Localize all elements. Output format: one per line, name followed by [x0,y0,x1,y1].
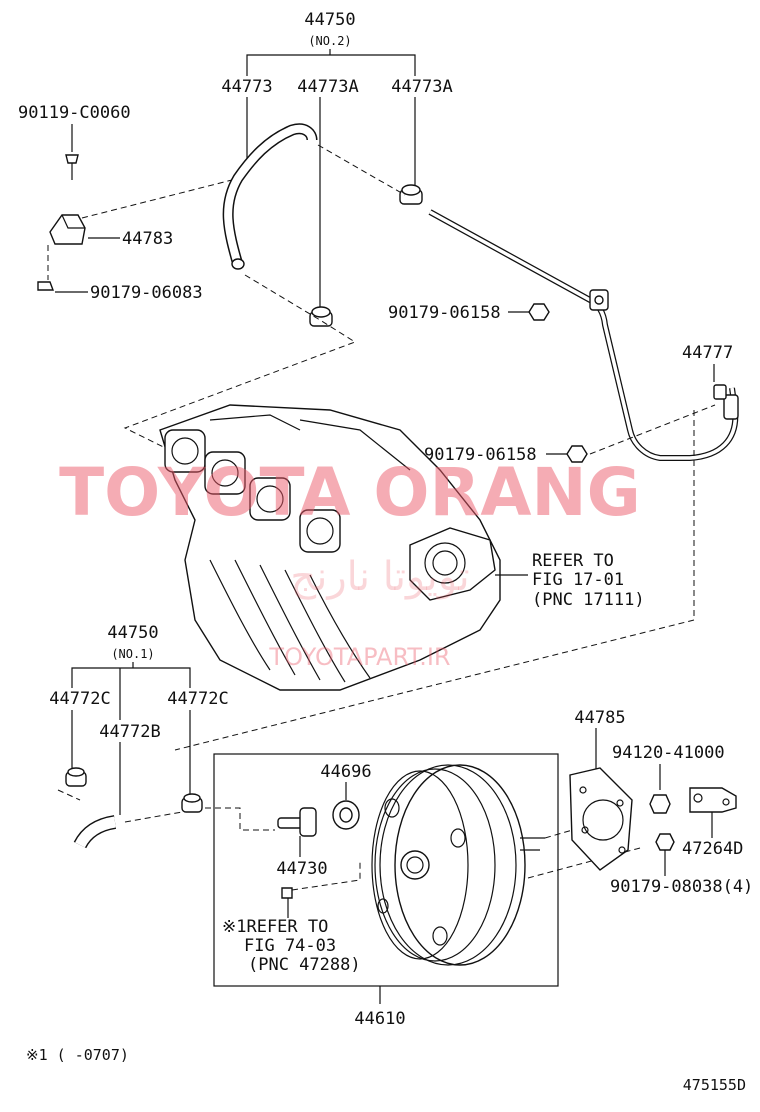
nut-94120-41000 [649,794,671,814]
tube-44777 [428,209,739,461]
dash-hose-to-manifold [123,274,357,471]
intake-manifold [159,404,501,691]
part-label-44773a-2[interactable]: 44773A [391,77,452,97]
part-label-94120-41000[interactable]: 94120-41000 [612,743,725,763]
part-label-44696[interactable]: 44696 [320,762,371,782]
part-label-44773[interactable]: 44773 [221,77,272,97]
part-label-44750-no2[interactable]: 44750 [304,10,355,30]
dash-nut-to-tube [589,404,716,455]
watermark-url: TOYOTAPART.IR [268,643,450,671]
gasket-refer-small [281,887,293,899]
footnote: ※1 ( -0707) [26,1046,129,1064]
part-label-44785[interactable]: 44785 [574,708,625,728]
part-label-44750-no1[interactable]: 44750 [107,623,158,643]
tube-fitting-end [713,384,739,420]
dash-gasket [291,860,361,891]
bracket-44750-no2 [246,49,416,76]
part-label-44772b[interactable]: 44772B [99,722,160,742]
refer-fig17-line1[interactable]: REFER TO [532,551,614,571]
dash-hose-to-clip [317,144,406,196]
tube-44777-inner [429,210,738,460]
part-label-44783[interactable]: 44783 [122,229,173,249]
part-label-44773a-1[interactable]: 44773A [297,77,358,97]
part-label-90179-06083[interactable]: 90179-06083 [90,283,203,303]
brake-booster-44610 [371,764,545,966]
hose-end [231,258,245,270]
part-label-44777[interactable]: 44777 [682,343,733,363]
clip-44773a-upper [399,184,423,205]
clip-44773a-lower [309,306,333,327]
part-label-90179-06158-b[interactable]: 90179-06158 [424,445,537,465]
nut-90179-06158-a [528,303,550,321]
grommet-44696 [332,800,360,830]
part-label-90119-c0060[interactable]: 90119-C0060 [18,103,131,123]
watermark-main: TOYOTA ORANG [59,454,641,531]
part-label-90179-06158-a[interactable]: 90179-06158 [388,303,501,323]
nut-90179-06083 [37,281,55,291]
nut-90179-06158-b [566,445,588,463]
part-label-44772c-1[interactable]: 44772C [49,689,110,709]
part-label-90179-08038[interactable]: 90179-08038(4) [610,877,753,897]
hose-44773-inner [224,124,316,267]
refer-fig74-line2[interactable]: FIG 74-03 [244,936,336,956]
clip-44772c-right [181,793,203,813]
gasket-44785 [569,767,633,871]
bracket-44783 [49,214,86,245]
tube-fitting-top [589,289,609,311]
part-sublabel-no2: (NO.2) [308,34,351,48]
check-valve-44730 [277,807,317,837]
refer-fig17-line3[interactable]: (PNC 17111) [532,590,645,610]
hose-44772b-inner [75,816,117,848]
nut-90179-08038 [655,833,675,851]
dash-bracket-to-hose [81,179,233,219]
part-label-44772c-2[interactable]: 44772C [167,689,228,709]
refer-fig17-line2[interactable]: FIG 17-01 [532,570,624,590]
part-sublabel-no1: (NO.1) [111,647,154,661]
part-label-47264d[interactable]: 47264D [682,839,743,859]
dash-tube-down [174,410,695,751]
bracket-44750-no1 [71,662,191,720]
watermark-farsi: تویوتا نارنج [290,554,469,600]
refer-fig74-line1[interactable]: ※1REFER TO [222,917,328,937]
bolt-90119-c0060 [65,154,79,180]
clip-44772c-left [65,767,87,787]
dash-hose-44772b [57,789,275,831]
group-44750-no1: 44750 (NO.1) 44772C 44772C 44772B [49,623,229,815]
part-label-44610[interactable]: 44610 [354,1009,405,1029]
diagram-id: 475155D [683,1076,746,1094]
refer-fig74-line3[interactable]: (PNC 47288) [248,955,361,975]
hose-44773 [222,123,318,267]
part-label-44730[interactable]: 44730 [276,859,327,879]
clevis-47264d [689,787,737,813]
